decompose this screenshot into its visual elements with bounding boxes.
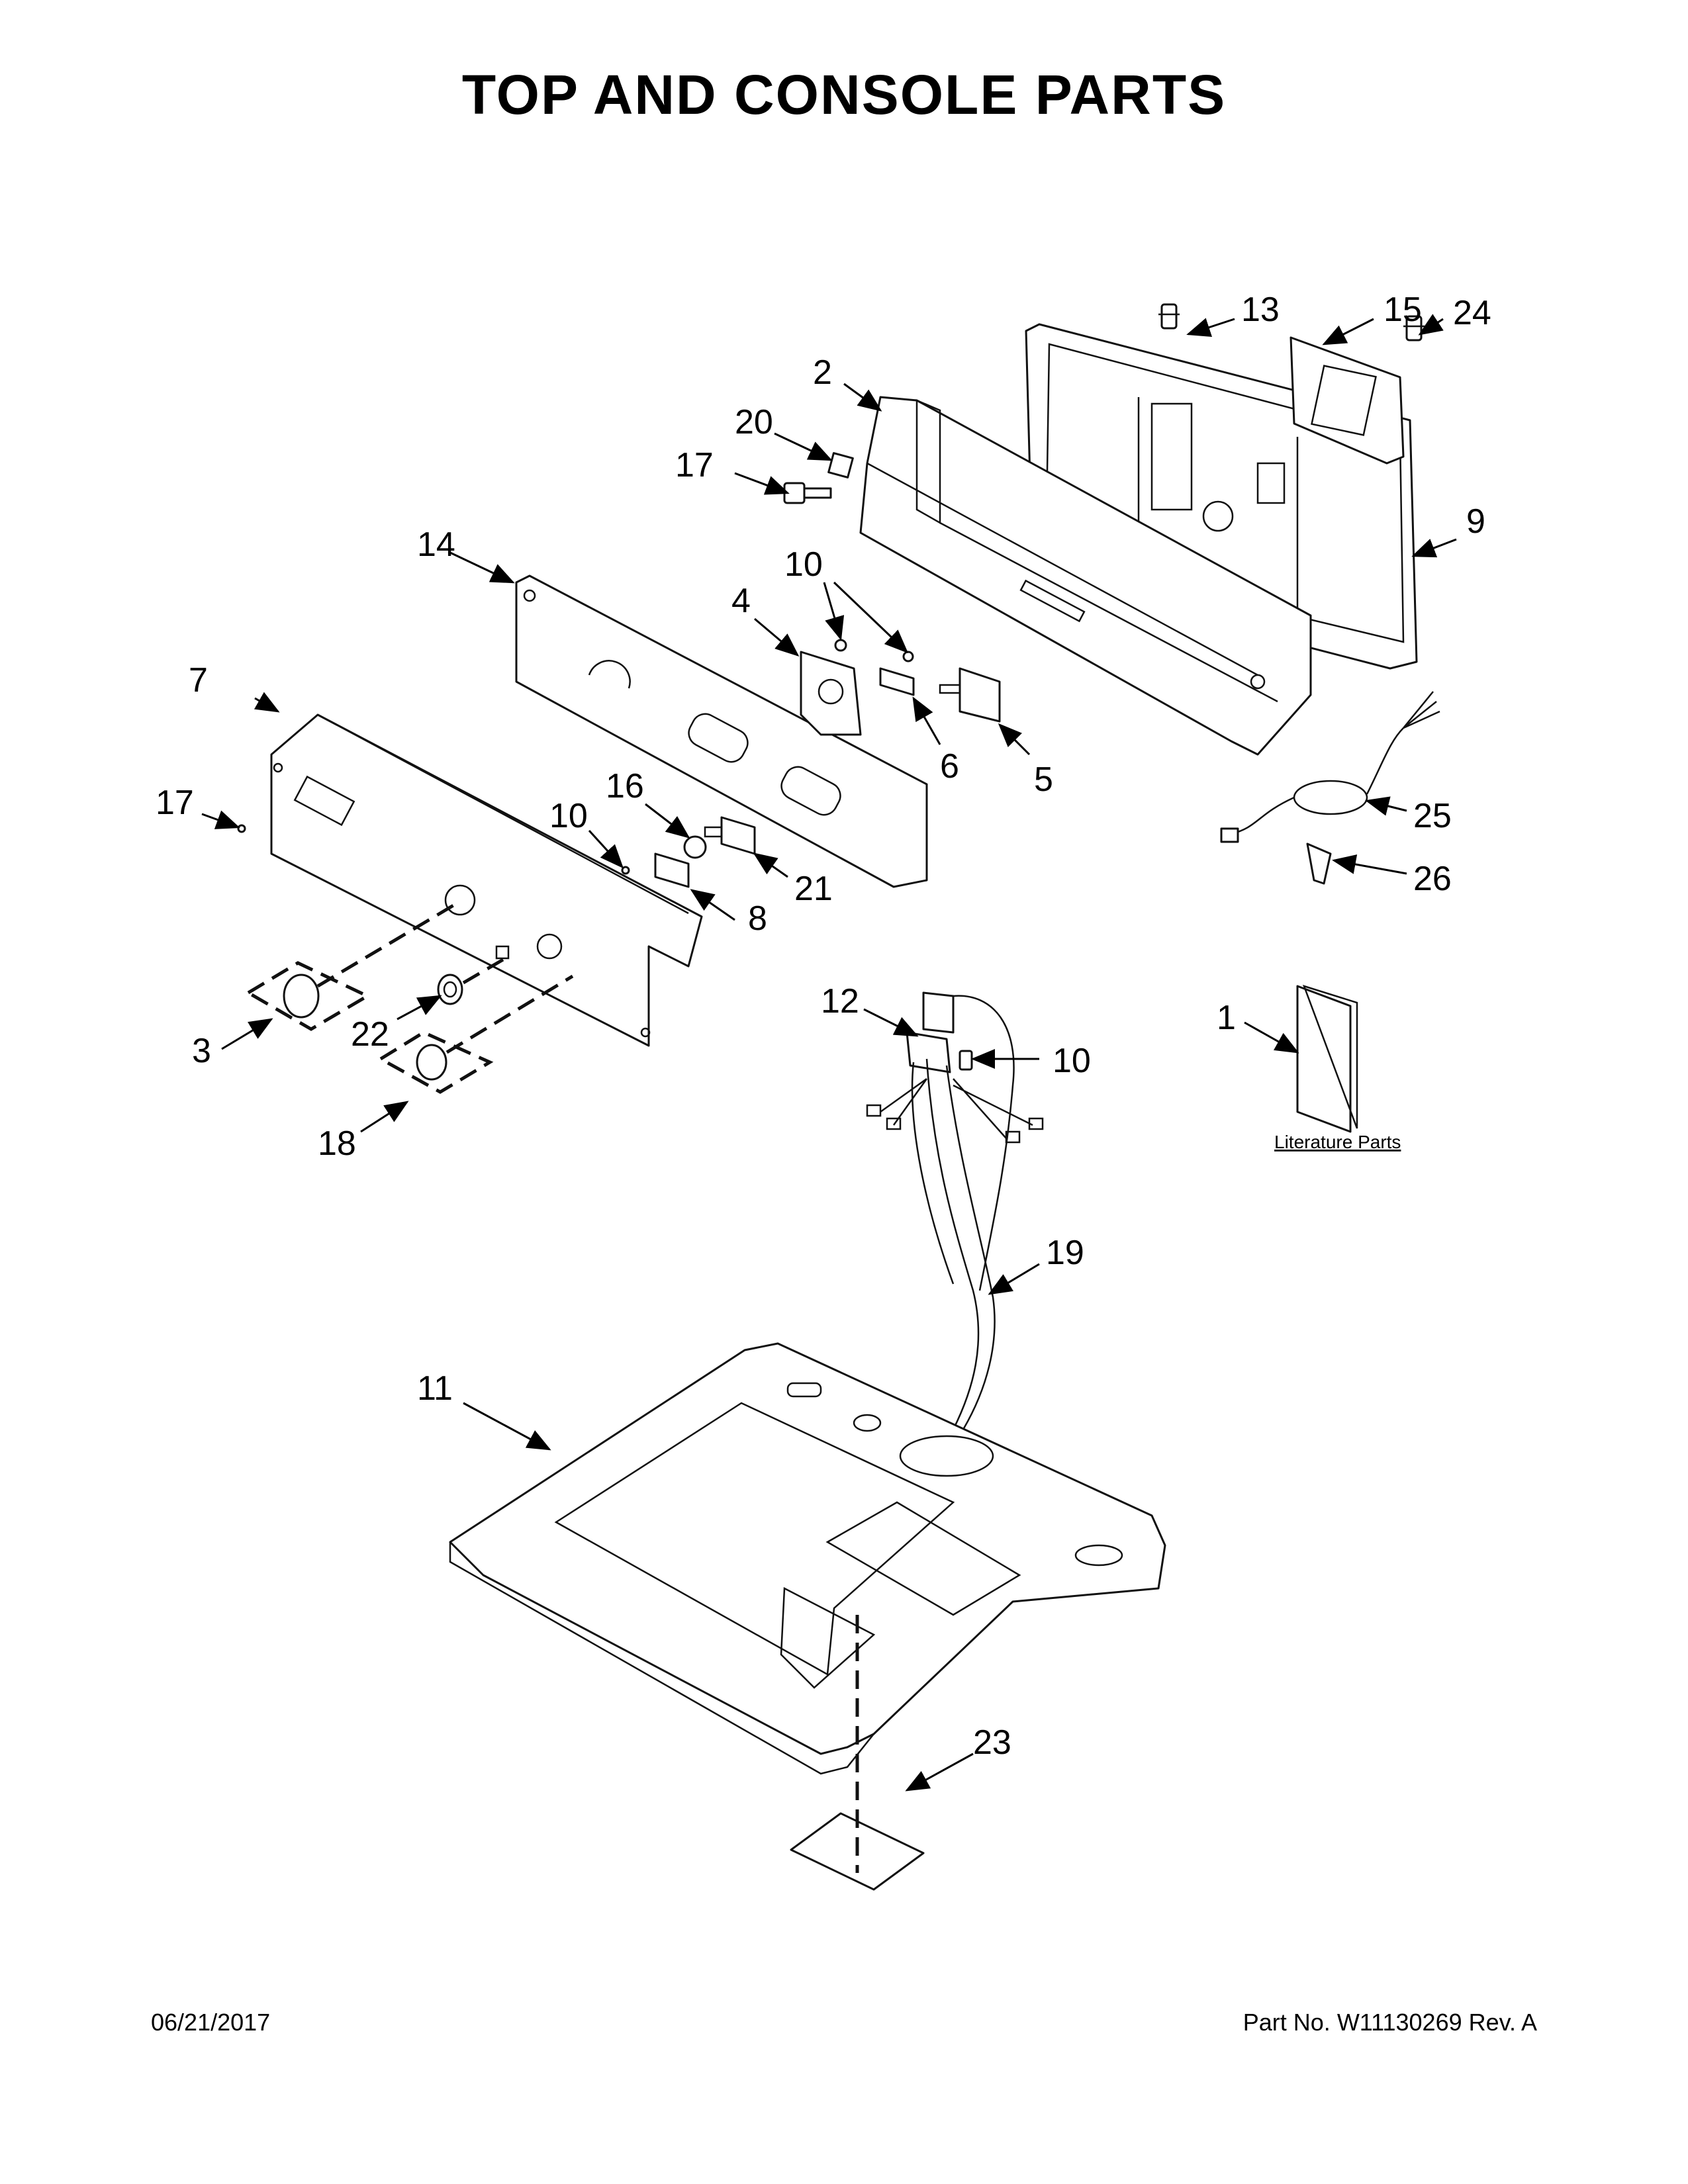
callout-1: 1 <box>1217 999 1236 1037</box>
insert-16-part <box>683 835 707 859</box>
switch-21-part <box>704 816 756 855</box>
callout-19: 19 <box>1046 1234 1084 1272</box>
callout-14: 14 <box>417 525 455 564</box>
callout-16: 16 <box>606 767 644 805</box>
callout-21: 21 <box>794 870 833 908</box>
screw-17-top-part <box>783 482 832 504</box>
knob-18-part <box>377 974 574 1094</box>
knob-3-part <box>245 901 458 1031</box>
footer-part-number: Part No. W11130269 Rev. A <box>1243 2009 1537 2036</box>
clip-26-part <box>1306 842 1332 885</box>
callout-8: 8 <box>748 899 767 938</box>
callout-3: 3 <box>192 1032 211 1070</box>
callout-25: 25 <box>1413 797 1452 835</box>
callout-17-side: 17 <box>156 784 194 822</box>
console-housing-part <box>859 396 1312 756</box>
callout-26: 26 <box>1413 860 1452 898</box>
rotary-switch-5-part <box>939 667 1001 723</box>
screw-13-part <box>1158 303 1180 330</box>
screw-17-side-part <box>237 824 246 833</box>
page-title: TOP AND CONSOLE PARTS <box>461 64 1227 126</box>
callout-15: 15 <box>1383 291 1422 329</box>
callout-10-harness: 10 <box>1053 1042 1091 1080</box>
callout-13: 13 <box>1241 291 1280 329</box>
callout-2: 2 <box>813 353 832 392</box>
inner-panel-part <box>515 574 928 888</box>
callout-24: 24 <box>1453 294 1491 332</box>
screw-10-front-part <box>621 866 630 875</box>
callout-7: 7 <box>189 661 208 700</box>
callout-18: 18 <box>318 1124 356 1163</box>
decal-23-part <box>790 1615 925 1891</box>
leader-lines <box>201 314 1457 1792</box>
top-panel-part <box>449 1342 1166 1775</box>
callout-20: 20 <box>735 403 773 441</box>
switch-6-part <box>879 667 915 696</box>
bracket-8-part <box>654 852 690 888</box>
callout-23: 23 <box>973 1723 1011 1762</box>
callout-labels: 1 2 3 4 5 6 7 8 9 10 10 10 10 11 12 13 1… <box>156 291 1491 1762</box>
callout-6: 6 <box>940 747 959 786</box>
literature-parts-label: Literature Parts <box>1274 1132 1401 1152</box>
small-bracket-part <box>1289 336 1405 465</box>
callout-22: 22 <box>351 1015 389 1054</box>
harness-board-part <box>866 991 1044 1430</box>
literature-part <box>1296 985 1358 1133</box>
callout-10-front: 10 <box>549 797 588 835</box>
clip-20-part <box>827 452 854 478</box>
callout-12: 12 <box>821 982 859 1021</box>
ring-22-part <box>437 958 504 1005</box>
callout-10-top: 10 <box>784 545 823 584</box>
screw-10-console-part <box>834 639 914 662</box>
callout-9: 9 <box>1466 502 1485 541</box>
callout-11: 11 <box>417 1369 453 1408</box>
screw-10-harness-part <box>959 1050 973 1071</box>
callout-5: 5 <box>1034 760 1053 799</box>
timer-part <box>800 651 862 736</box>
console-front-panel-part <box>270 713 703 1047</box>
callout-4: 4 <box>731 582 751 620</box>
callout-17-top: 17 <box>675 446 714 484</box>
footer-date: 06/21/2017 <box>151 2009 271 2036</box>
